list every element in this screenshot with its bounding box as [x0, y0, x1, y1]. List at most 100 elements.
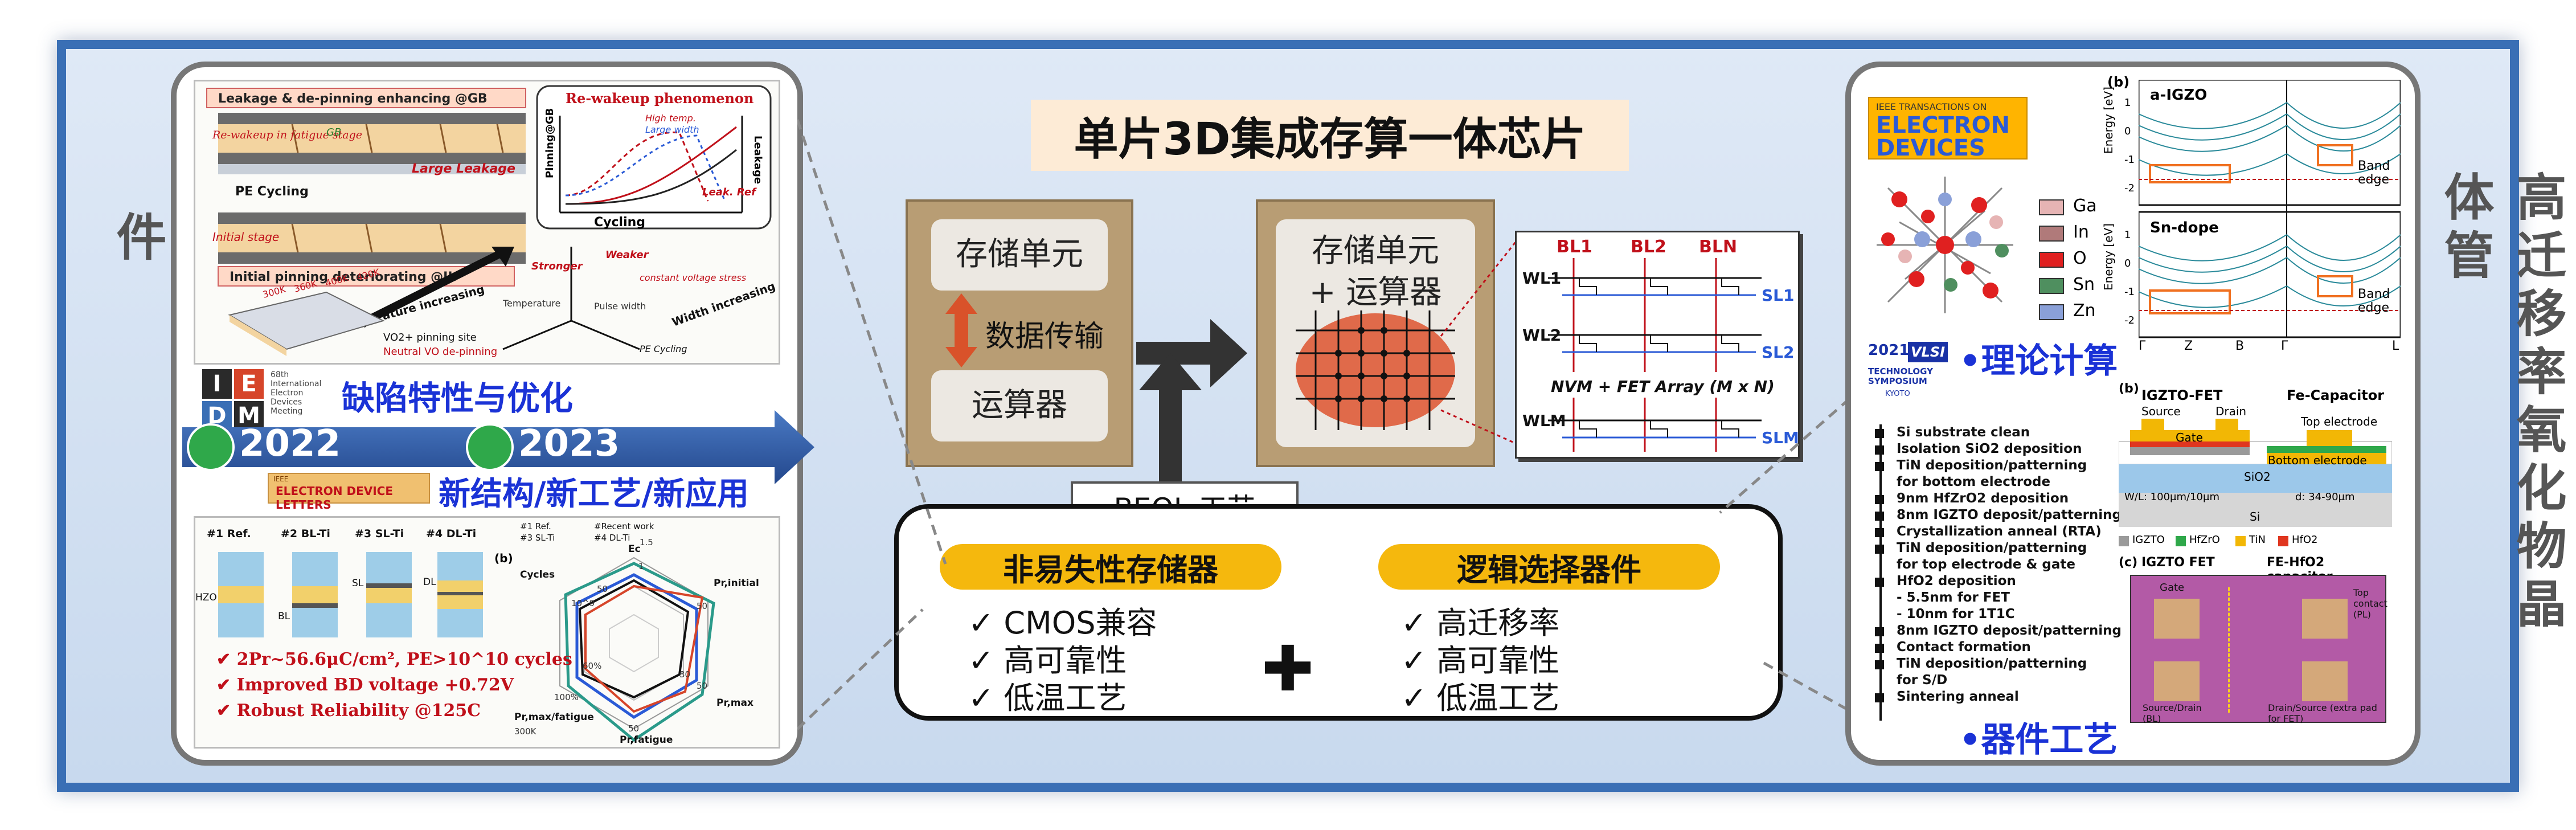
photo-background: Gate Top contact (PL) Source/Drain (BL) …	[2130, 575, 2387, 724]
reliability-figure: #1 Ref. #2 BL-Ti #3 SL-Ti #4 DL-Ti HZO B…	[194, 516, 780, 749]
timeline-year-2023: 2023	[518, 423, 620, 465]
cell-label-sl: SL	[352, 578, 364, 589]
pulse-width-label: Pulse width	[594, 301, 646, 312]
vlsi-caption: TECHNOLOGY SYMPOSIUM	[1868, 366, 1933, 386]
band-tick-top-1: 1	[2124, 97, 2131, 109]
large-leakage-label: Large Leakage	[412, 162, 515, 176]
timeline-dot-2022	[187, 423, 235, 471]
radar-value-10: 50	[628, 723, 639, 734]
cross-top-electrode-label: Top electrode	[2301, 415, 2378, 428]
rewakeup-graph-xlabel: Cycling	[594, 215, 645, 230]
nvm-check-3: ✓ 低温工艺	[968, 680, 1127, 716]
result-text-1: 2Pr~56.6μC/cm², PE>10^10 cycles	[236, 649, 572, 669]
storage-unit-box: 存储单元	[931, 219, 1108, 291]
timeline-year-2022: 2022	[239, 423, 341, 465]
cell-label-bl: BL	[278, 611, 290, 622]
array-schematic-svg: BL1 BL2 BLN WL1 WL2 WLM	[1522, 237, 1799, 452]
slab-top	[228, 291, 385, 350]
band-k-l: L	[2392, 339, 2399, 353]
vlsi-year: 2021	[1868, 342, 1910, 359]
radar-axis-pr-initial: Pr,initial	[714, 578, 759, 589]
legend-vo-pinning: VO2+ pinning site	[383, 332, 477, 344]
process-step-bullet	[1875, 578, 1884, 587]
defect-bar-lower-text: Initial pinning deteriorating @IL	[230, 270, 456, 284]
ted-logo-text: ELECTRON DEVICES	[1876, 112, 2010, 161]
process-step-bullet	[1875, 545, 1884, 554]
edl-logo: IEEE ELECTRON DEVICE LETTERS	[268, 473, 430, 512]
process-step: Sintering anneal	[1875, 689, 2110, 705]
nvm-check-text-1: CMOS兼容	[1004, 605, 1157, 641]
radar-value-2: 1	[638, 561, 644, 571]
cross-drain-label: Drain	[2215, 404, 2247, 418]
band-tick-top-2: 0	[2124, 125, 2131, 137]
process-step-bullet	[1875, 429, 1884, 438]
band-tick-bottom-3: -1	[2124, 286, 2135, 298]
new-structure-label: 新结构/新工艺/新应用	[439, 476, 749, 513]
band-k-gamma-1: Γ	[2139, 339, 2146, 353]
defect-stack-lower	[218, 212, 526, 264]
nvm-check-1: ✓ CMOS兼容	[968, 605, 1157, 641]
band-edge-label-bottom: Band edge	[2358, 287, 2390, 316]
selector-check-text-3: 低温工艺	[1436, 680, 1560, 716]
band-tick-bottom-1: 1	[2124, 229, 2131, 241]
stress-axis-diagonal	[502, 320, 572, 350]
rewakeup-curve-blue	[565, 134, 726, 202]
beol-arrow	[1139, 353, 1202, 490]
band-structure-svg	[2139, 80, 2401, 338]
photo-divider	[2228, 587, 2231, 713]
process-step: for bottom electrode	[1882, 474, 2110, 490]
process-step-bullet	[1875, 445, 1884, 455]
cross-legend-igzto: IGZTO	[2132, 534, 2165, 546]
result-line-1: ✔ 2Pr~56.6μC/cm², PE>10^10 cycles	[216, 649, 572, 669]
radar-axis-ec: Ec	[628, 543, 641, 555]
pe-cycling-small: PE Cycling	[640, 344, 687, 354]
band-tag: (b)	[2107, 74, 2130, 90]
radar-value-7: 60%	[583, 661, 601, 671]
cross-gate-label: Gate	[2176, 431, 2203, 444]
radar-tag: (b)	[494, 551, 513, 565]
selector-check-1: ✓ 高迁移率	[1401, 605, 1560, 641]
timeline-dot-2023	[466, 423, 514, 471]
process-step: TiN deposition/patterning	[1875, 656, 2110, 672]
process-step-text: Sintering anneal	[1897, 689, 2019, 704]
process-step-text: 9nm HfZrO2 deposition	[1897, 491, 2069, 506]
width-increasing-label: Width increasing	[670, 279, 777, 329]
atom-swatch-zn	[2039, 304, 2064, 320]
radar-value-4: 30	[679, 669, 690, 680]
array-caption: NVM + FET Array (M x N)	[1551, 377, 1775, 396]
process-step: 9nm HfZrO2 deposition	[1875, 490, 2110, 507]
device-photo: (c) IGZTO FET FE-HfO2 capacitor Gate Top…	[2119, 555, 2392, 726]
atom-label-ga: Ga	[2073, 196, 2097, 216]
cross-legend-hfzro: HfZrO	[2189, 534, 2220, 546]
atom-swatch-o	[2039, 252, 2064, 268]
iedm-logo: I E D M	[202, 369, 265, 432]
rewakeup-curve-ref	[565, 149, 737, 205]
rewakeup-graph-ylabel: Pinning@GB	[544, 108, 556, 178]
process-step: for top electrode & gate	[1882, 557, 2110, 573]
process-step-text: for top electrode & gate	[1897, 557, 2075, 572]
defect-figure: Leakage & de-pinning enhancing @GB Re-wa…	[194, 80, 780, 365]
band-label-a-igzo: a-IGZO	[2150, 87, 2208, 104]
process-step-text: - 10nm for 1T1C	[1897, 607, 2015, 622]
process-step-text: Si substrate clean	[1897, 425, 2030, 440]
process-step: Crystallization anneal (RTA)	[1875, 524, 2110, 540]
defect-optimization-label: 缺陷特性与优化	[342, 379, 574, 418]
selector-check-3: ✓ 低温工艺	[1401, 680, 1560, 716]
data-transfer-label: 数据传输	[985, 320, 1104, 354]
process-step-bullet	[1875, 528, 1884, 537]
process-step: TiN deposition/patterning	[1875, 457, 2110, 474]
process-step: 8nm IGZTO deposit/patterning	[1875, 507, 2122, 524]
cell-label-dl: DL	[423, 576, 436, 588]
process-step-text: - 5.5nm for FET	[1897, 590, 2010, 605]
photo-ds-label: Drain/Source (extra pad for FET)	[2268, 702, 2377, 724]
process-step: TiN deposition/patterning	[1875, 540, 2110, 557]
radar-value-8: 100%	[554, 692, 579, 702]
iedm-letter-m: M	[234, 401, 264, 431]
photo-tag: (c)	[2119, 555, 2138, 570]
reliability-figure-svg: #1 Ref. #2 BL-Ti #3 SL-Ti #4 DL-Ti HZO B…	[195, 521, 759, 746]
photo-pad-ds	[2302, 661, 2348, 701]
band-tick-top-3: -1	[2124, 154, 2135, 166]
bitline-n-label: BLN	[1699, 237, 1737, 257]
cross-legend-swatch-hfzro	[2176, 536, 2186, 546]
radar-chart	[559, 557, 715, 742]
